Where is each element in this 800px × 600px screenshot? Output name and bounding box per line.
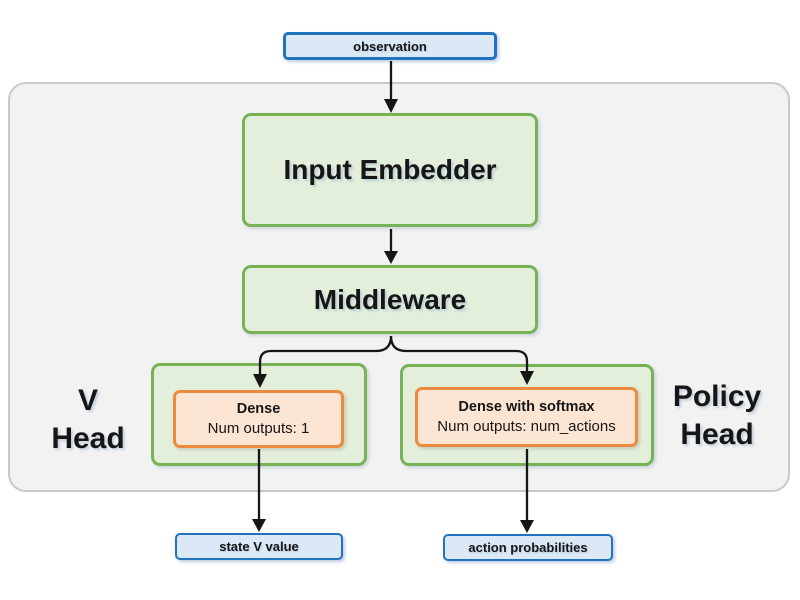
policy-head-dense-subtitle: Num outputs: num_actions <box>437 417 616 435</box>
v-head-label: V Head <box>51 384 125 455</box>
middleware-label: Middleware <box>313 283 467 315</box>
middleware-node: Middleware <box>242 265 538 334</box>
v-head-dense-node: Dense Num outputs: 1 <box>173 390 344 448</box>
v-head-dense-title: Dense <box>236 400 281 417</box>
policy-head-dense-title: Dense with softmax <box>458 398 595 415</box>
state-v-value-node: state V value <box>175 533 343 560</box>
action-probabilities-label: action probabilities <box>468 540 588 555</box>
policy-head-dense-node: Dense with softmax Num outputs: num_acti… <box>415 387 638 447</box>
input-embedder-label: Input Embedder <box>283 154 497 185</box>
action-probabilities-node: action probabilities <box>443 534 613 561</box>
input-embedder-node: Input Embedder <box>242 113 538 227</box>
state-v-value-label: state V value <box>219 539 299 554</box>
observation-label: observation <box>353 38 427 54</box>
observation-node: observation <box>283 32 497 60</box>
policy-head-label: Policy Head <box>672 380 762 451</box>
v-head-dense-subtitle: Num outputs: 1 <box>207 419 310 437</box>
